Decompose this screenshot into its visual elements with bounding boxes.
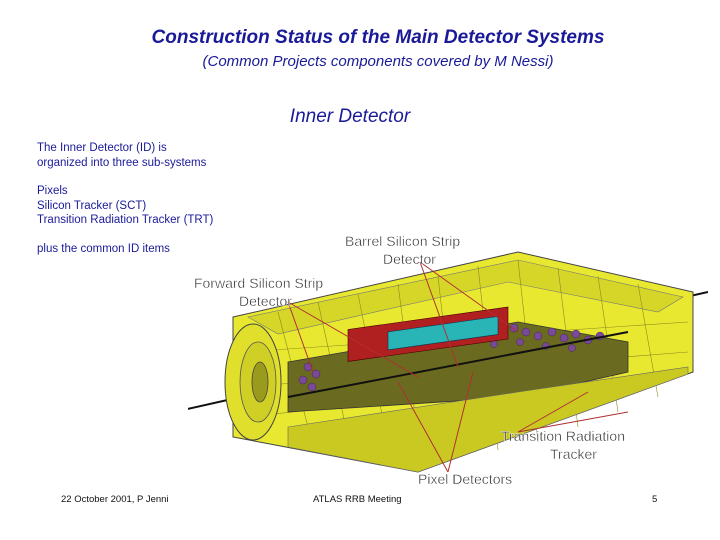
endcap-bore (251, 361, 269, 403)
label-trt-line1: Transition Radiation (501, 428, 625, 444)
label-trt-line2: Tracker (550, 446, 597, 462)
subsystem-item-pixels: Pixels (37, 185, 68, 197)
intro-line: The Inner Detector (ID) is (37, 142, 167, 154)
slide-title: Construction Status of the Main Detector… (151, 27, 605, 48)
slide-subtitle: (Common Projects components covered by M… (202, 53, 554, 70)
section-heading: Inner Detector (289, 106, 411, 127)
label-barrel-line2: Detector (383, 251, 436, 267)
footer-date-author: 22 October 2001, P Jenni (61, 494, 169, 505)
intro-text: The Inner Detector (ID) is organized int… (37, 141, 206, 170)
beam-pipe-front (287, 331, 629, 398)
label-forward-line1: Forward Silicon Strip (194, 275, 323, 291)
subsystem-list: Pixels Silicon Tracker (SCT) Transition … (37, 184, 213, 228)
common-items-text: plus the common ID items (37, 243, 170, 255)
inner-detector-figure: Barrel Silicon Strip Detector Forward Si… (188, 233, 708, 487)
footer-meeting: ATLAS RRB Meeting (313, 494, 402, 505)
label-forward-line2: Detector (239, 293, 292, 309)
page-number: 5 (652, 494, 658, 505)
subsystem-item-trt: Transition Radiation Tracker (TRT) (37, 214, 214, 226)
label-pixel: Pixel Detectors (418, 471, 512, 487)
barrel-lower-band (287, 366, 689, 473)
label-barrel-line1: Barrel Silicon Strip (345, 233, 460, 249)
leader-lines (287, 261, 629, 473)
intro-line: organized into three sub-systems (37, 156, 207, 169)
subsystem-item-sct: Silicon Tracker (SCT) (37, 199, 147, 212)
